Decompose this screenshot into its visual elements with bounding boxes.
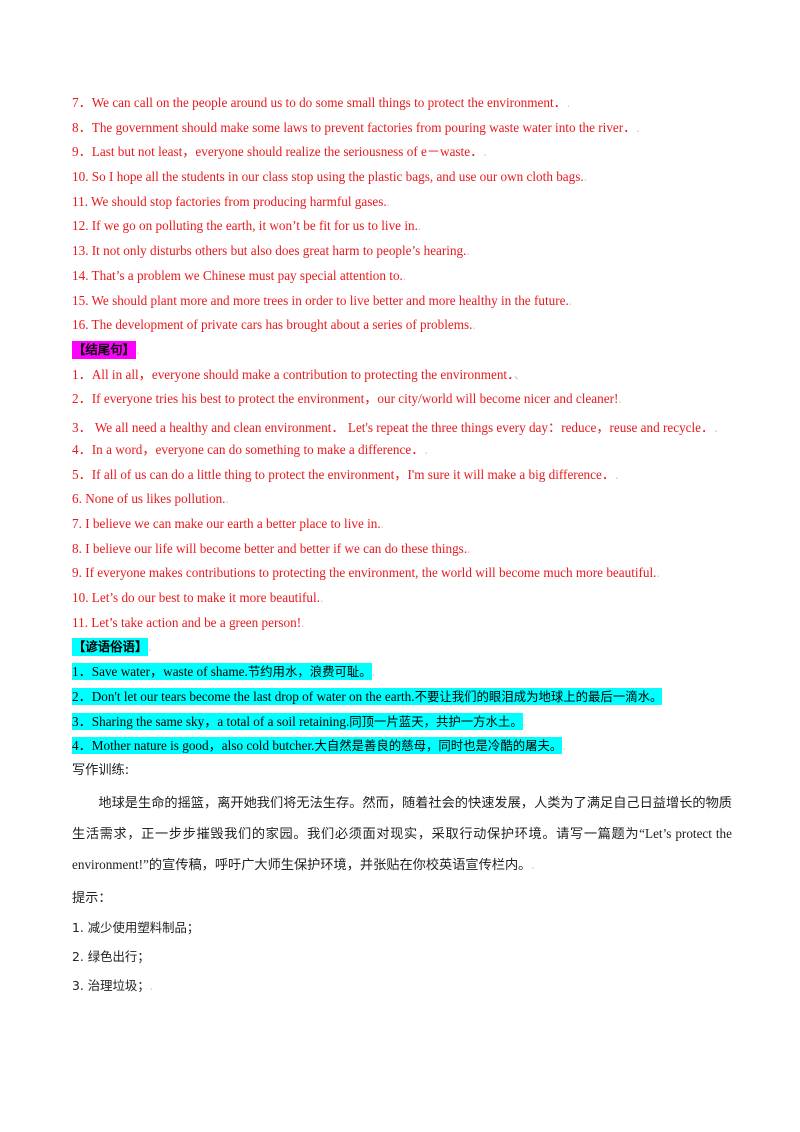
- ending-sentence-1: 1．All in all，everyone should make a cont…: [72, 366, 527, 382]
- sentence-11: 11. We should stop factories from produc…: [72, 193, 390, 209]
- hint-label: 提示：: [72, 890, 112, 906]
- sentence-15: 15. We should plant more and more trees …: [72, 292, 573, 308]
- ending-sentence-9: 9. If everyone makes contributions to pr…: [72, 565, 660, 581]
- ending-sentence-10: 10. Let’s do our best to make it more be…: [72, 590, 324, 606]
- sentence-9: 9．Last but not least，everyone should rea…: [72, 144, 487, 160]
- ending-sentence-8: 8. I believe our life will become better…: [72, 540, 471, 556]
- hint-1: 1. 减少使用塑料制品；: [72, 919, 200, 935]
- sentence-8: 8．The government should make some laws t…: [72, 119, 640, 135]
- sentence-16: 16. The development of private cars has …: [72, 317, 476, 333]
- proverb-2: 2．Don't let our tears become the last dr…: [72, 687, 663, 705]
- writing-task-label: 写作训练:: [72, 762, 130, 778]
- sentence-list-b: 1．All in all，everyone should make a cont…: [72, 366, 732, 639]
- ending-sentence-11: 11. Let’s take action and be a green per…: [72, 614, 305, 630]
- writing-task-paragraph: 地球是生命的摇篮，离开她我们将无法生存。然而，随着社会的快速发展，人类为了满足自…: [72, 795, 733, 873]
- heading-ending: 【结尾句】: [72, 340, 136, 359]
- proverb-3: 3．Sharing the same sky，a total of a soil…: [72, 712, 527, 730]
- ending-sentence-4: 4．In a word，everyone can do something to…: [72, 441, 428, 457]
- hint-list: 1. 减少使用塑料制品； 2. 绿色出行； 3. 治理垃圾；.: [72, 913, 732, 1000]
- ending-sentence-3: 3． We all need a healthy and clean envir…: [72, 419, 718, 435]
- document-page: 7．We can call on the people around us to…: [72, 94, 732, 1000]
- proverb-1: 1．Save water，waste of shame.节约用水，浪费可耻。.: [72, 663, 375, 681]
- proverb-list: 1．Save water，waste of shame.节约用水，浪费可耻。. …: [72, 663, 732, 762]
- heading-proverbs: 【谚语俗语】: [72, 638, 149, 657]
- sentence-list-a: 7．We can call on the people around us to…: [72, 94, 732, 341]
- proverb-4: 4．Mother nature is good，also cold butche…: [72, 737, 566, 755]
- heading-proverbs-row: 【谚语俗语】.: [72, 638, 152, 657]
- sentence-12: 12. If we go on polluting the earth, it …: [72, 218, 422, 234]
- heading-ending-row: 【结尾句】.: [72, 340, 140, 359]
- sentence-13: 13. It not only disturbs others but also…: [72, 243, 470, 259]
- ending-sentence-5: 5．If all of us can do a little thing to …: [72, 466, 619, 482]
- hint-2: 2. 绿色出行；: [72, 948, 150, 964]
- ending-sentence-2: 2．If everyone tries his best to protect …: [72, 391, 622, 407]
- ending-sentence-6: 6. None of us likes pollution..: [72, 491, 229, 507]
- hint-3: 3. 治理垃圾；.: [72, 977, 154, 993]
- ending-sentence-7: 7. I believe we can make our earth a bet…: [72, 516, 384, 531]
- sentence-10: 10. So I hope all the students in our cl…: [72, 169, 587, 185]
- sentence-14: 14. That’s a problem we Chinese must pay…: [72, 267, 407, 283]
- sentence-7: 7．We can call on the people around us to…: [72, 95, 571, 110]
